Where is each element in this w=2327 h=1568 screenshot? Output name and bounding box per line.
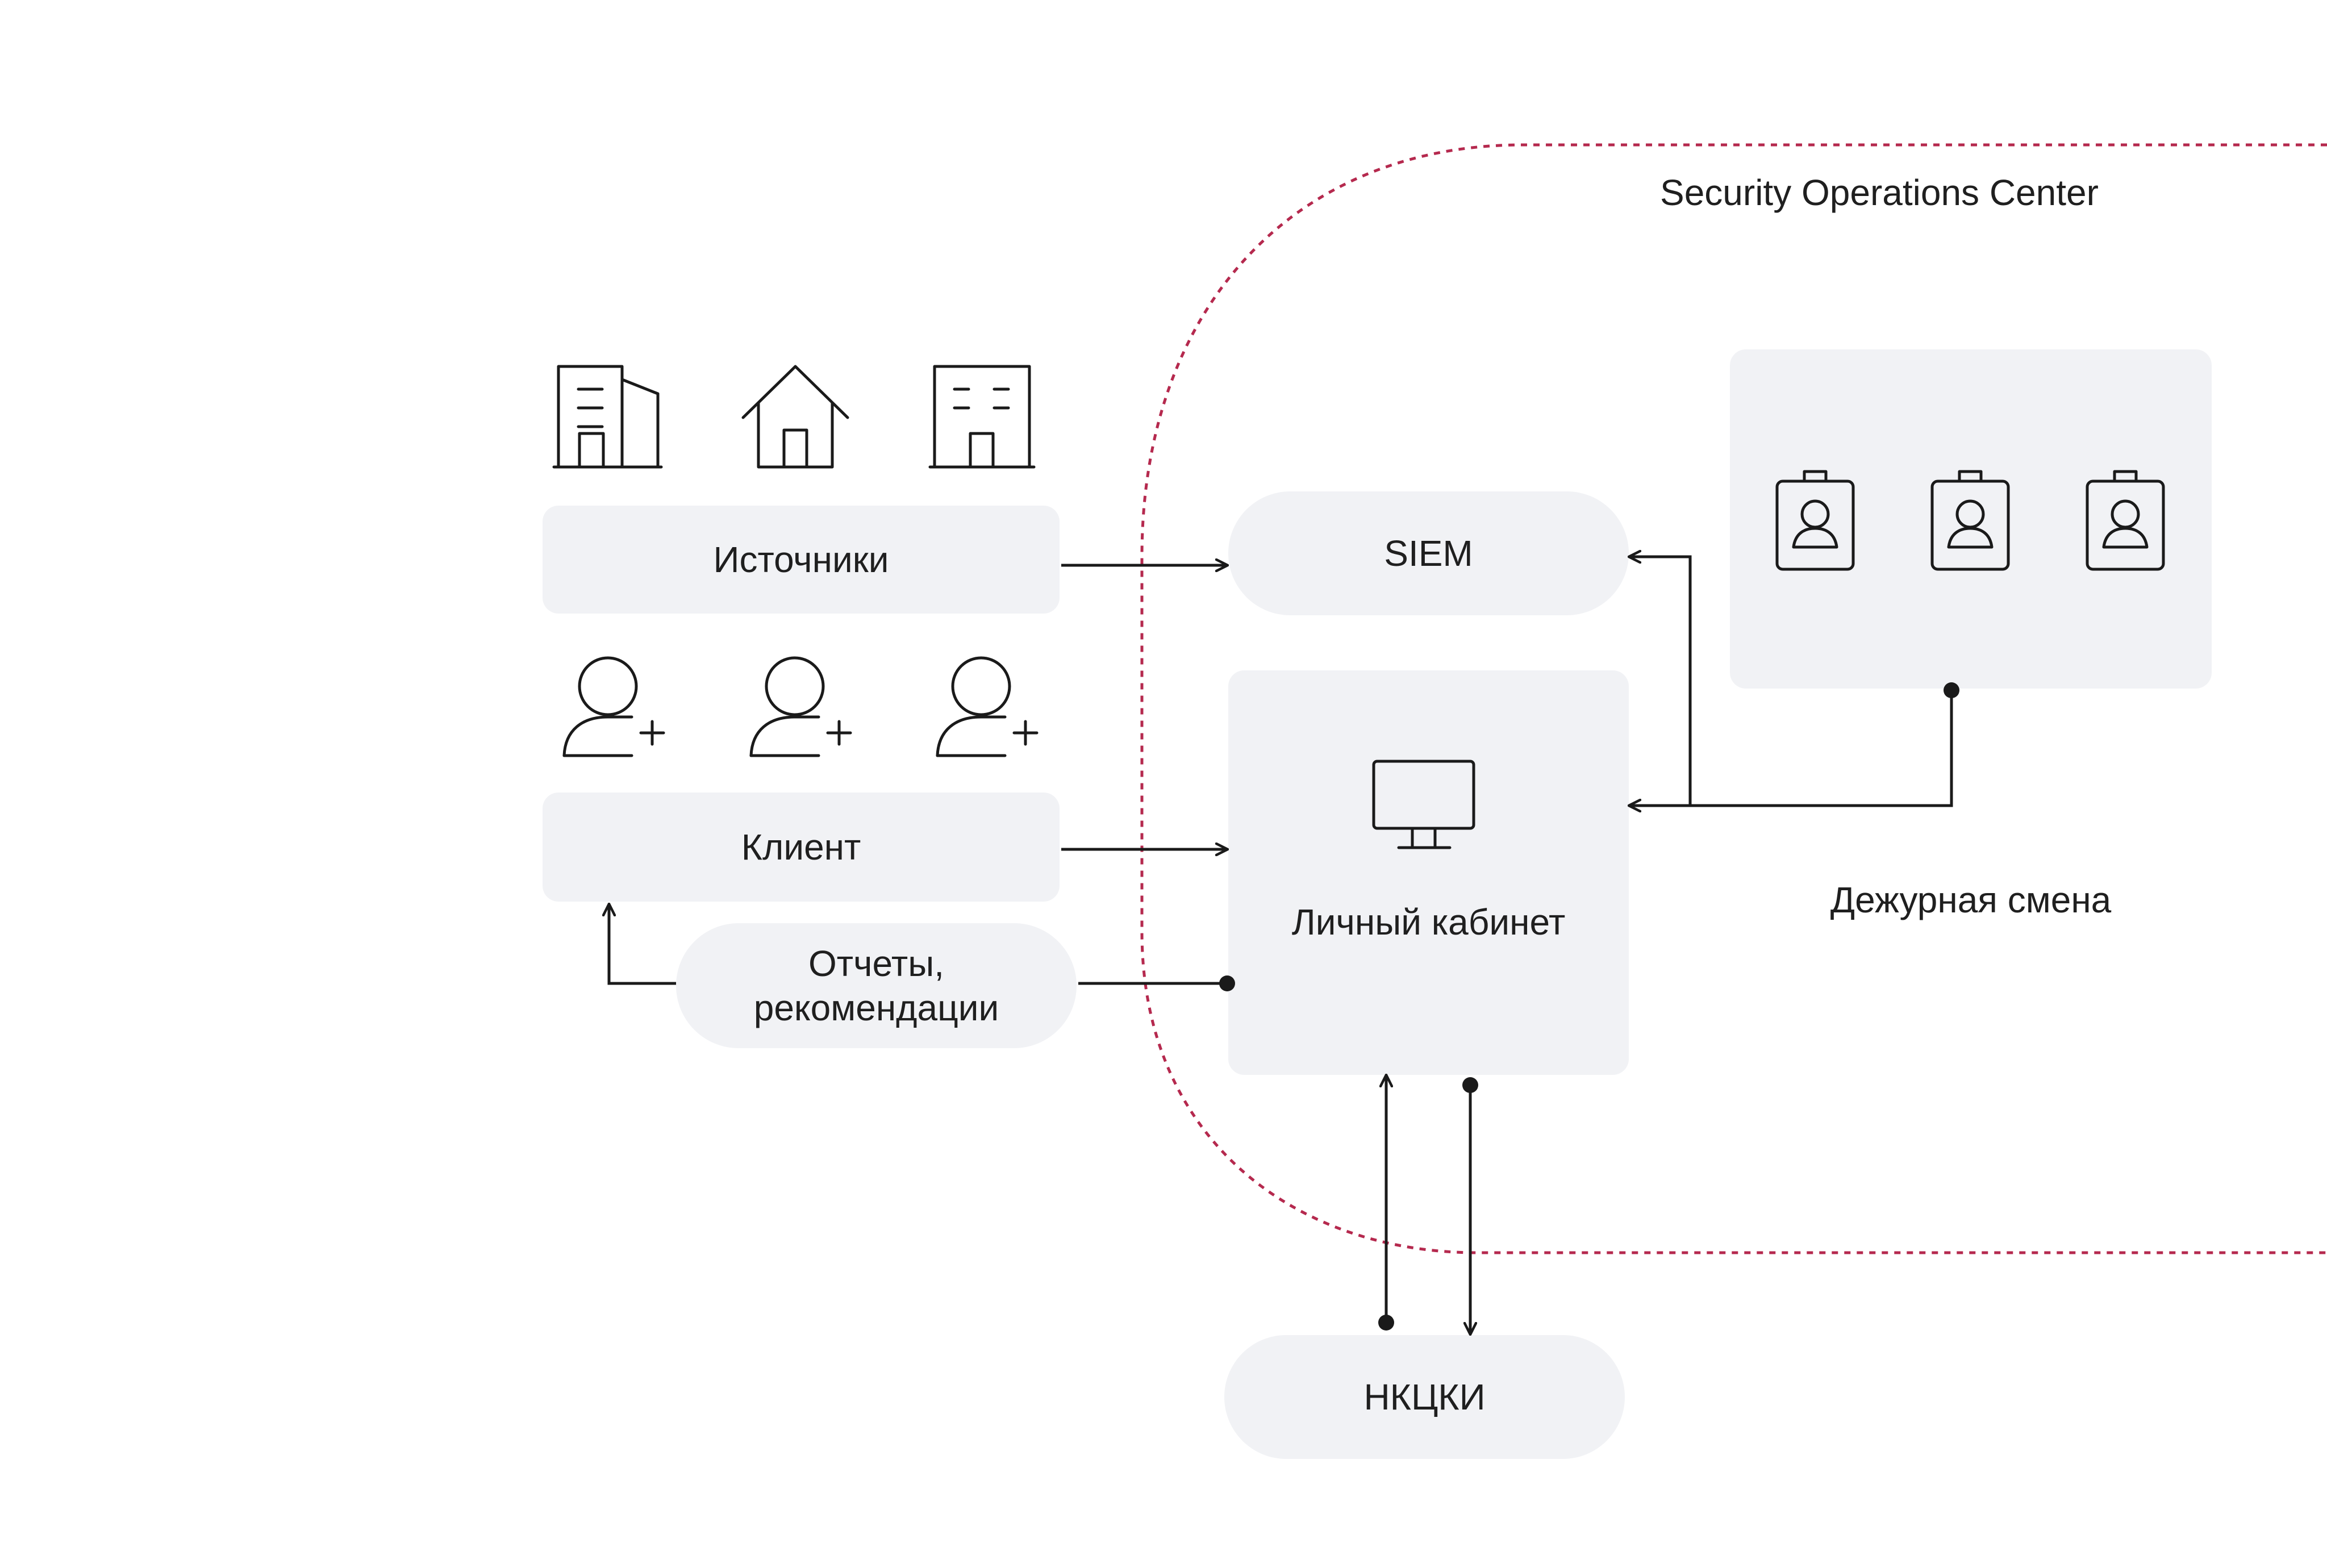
nkcki-pill <box>1224 1335 1625 1459</box>
connector-dot <box>1944 682 1959 698</box>
add-user-icon <box>749 656 852 757</box>
client-box <box>543 793 1060 902</box>
reports-to-client-arrow <box>609 904 676 985</box>
siem-pill <box>1228 491 1629 615</box>
sources-label: Источники <box>713 539 889 580</box>
reports-label: Отчеты, рекомендации <box>676 941 1077 1030</box>
soc-title: Security Operations Center <box>1660 172 2099 213</box>
monitor-icon <box>1372 760 1475 849</box>
reports-label-line-2: рекомендации <box>753 987 999 1028</box>
reports-pill <box>676 923 1077 1048</box>
employee-badge-icon <box>2086 470 2165 571</box>
personal-cabinet-label: Личный кабинет <box>1291 902 1566 943</box>
sources-box <box>543 506 1060 614</box>
duty-shift-box <box>1730 349 2212 689</box>
connector-dot <box>1219 975 1235 991</box>
add-user-icon <box>562 656 665 757</box>
connector-dot <box>1462 1077 1478 1093</box>
personal-cabinet-box <box>1228 670 1629 1075</box>
siem-label: SIEM <box>1384 533 1473 574</box>
nkcki-label: НКЦКИ <box>1363 1377 1486 1417</box>
soc-boundary <box>1140 143 2327 1254</box>
duty-shift-label: Дежурная смена <box>1830 879 2112 920</box>
employee-badge-icon <box>1930 470 2010 571</box>
house-icon <box>741 365 849 469</box>
client-label: Клиент <box>741 827 861 868</box>
employee-badge-icon <box>1775 470 1855 571</box>
duty-to-siem-arrow <box>1629 557 1692 806</box>
apartment-building-icon <box>928 365 1036 469</box>
duty-shift-trunk-line <box>1690 690 1953 807</box>
reports-label-line-1: Отчеты, <box>808 943 944 984</box>
office-building-icon <box>552 365 663 469</box>
connector-dot <box>1378 1315 1394 1331</box>
add-user-icon <box>936 656 1039 757</box>
